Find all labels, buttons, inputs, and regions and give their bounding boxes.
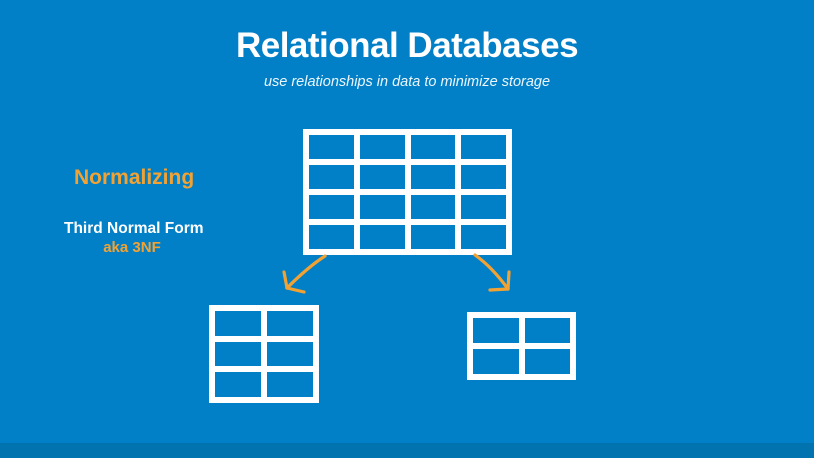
table-cell (524, 318, 570, 343)
table-cell (215, 311, 261, 336)
table-cell (309, 135, 354, 159)
table-cell (461, 165, 506, 189)
table-cell (410, 225, 456, 249)
table-cell (524, 349, 570, 374)
term-block: Third Normal Form aka 3NF (64, 220, 204, 256)
table-cell (215, 372, 261, 397)
normalized-table-left-diagram (209, 305, 319, 403)
table-cell (410, 135, 456, 159)
unnormalized-table-diagram (303, 129, 512, 255)
section-label-normalizing: Normalizing (74, 166, 195, 189)
slide-subtitle: use relationships in data to minimize st… (263, 74, 551, 90)
slide-title: Relational Databases (235, 26, 579, 65)
table-cell (359, 195, 405, 219)
table-cell (473, 349, 519, 374)
table-cell (267, 341, 313, 367)
table-cell (410, 195, 456, 219)
table-cell (309, 225, 354, 249)
arrow-down-left-icon (282, 254, 327, 294)
table-cell (309, 195, 354, 219)
term-alias-3nf: aka 3NF (103, 239, 161, 256)
table-cell (267, 372, 313, 397)
table-cell (359, 135, 405, 159)
footer-accent-bar (0, 443, 814, 458)
table-cell (359, 225, 405, 249)
table-cell (410, 165, 456, 189)
table-cell (473, 318, 519, 343)
table-cell (267, 311, 313, 336)
arrow-down-right-icon (473, 253, 511, 292)
normalized-table-right-diagram (467, 312, 576, 380)
table-cell (461, 195, 506, 219)
table-cell (215, 341, 261, 367)
table-cell (309, 165, 354, 189)
table-cell (461, 225, 506, 249)
term-third-normal-form: Third Normal Form (64, 220, 204, 237)
table-cell (359, 165, 405, 189)
table-cell (461, 135, 506, 159)
